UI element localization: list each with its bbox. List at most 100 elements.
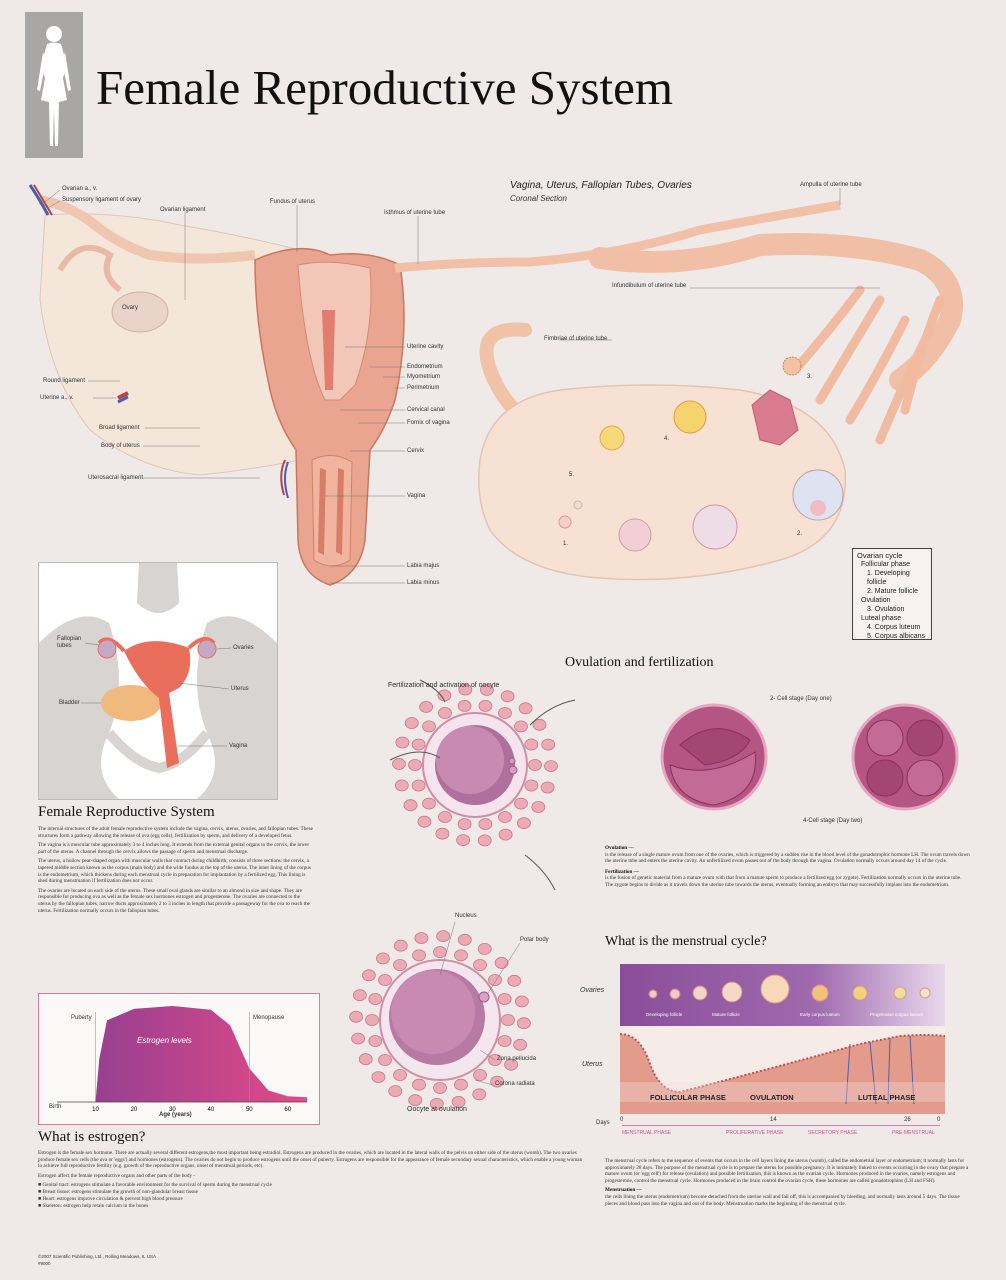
label-vagina: Vagina <box>407 493 426 499</box>
label-labia-minus: Labia minus <box>407 580 440 586</box>
left-ovary <box>111 291 169 333</box>
ovarian-cycle-line: 2. Mature follicle <box>867 588 918 595</box>
phase-label: LUTEAL PHASE <box>858 1093 916 1102</box>
label-ovarian-a: Ovarian a., v. <box>62 186 98 192</box>
label-uterine-cavity: Uterine cavity <box>407 344 444 350</box>
sub-phase-label: SECRETORY PHASE <box>808 1130 858 1136</box>
zona-label: Zona pellucida <box>497 1056 537 1062</box>
fert-activation-label: Fertilization and activation of oocyte <box>388 682 500 689</box>
label-infundibulum: Infundibulum of uterine tube <box>612 283 687 289</box>
list-item: ■ Breast tissue: estrogens stimulate the… <box>38 1189 198 1196</box>
label-ampulla: Ampulla of uterine tube <box>800 182 862 188</box>
frs-heading: Female Reproductive System <box>38 804 215 820</box>
sub-phase-label: PROLIFERATIVE PHASE <box>726 1130 784 1136</box>
x-tick-label: 60 <box>284 1107 291 1113</box>
fertilization-title: Fertilization — <box>605 868 639 875</box>
ovarian-cycle-line: Ovulation <box>861 597 891 604</box>
menopause-label: Menopause <box>253 1015 285 1021</box>
ovarian-cycle-line: 1. Developing follicle <box>867 570 910 586</box>
page-title: Female Reproductive System <box>96 60 673 115</box>
two-cell-label: 2- Cell stage (Day one) <box>770 696 832 702</box>
ovarian-cycle-line: 3. Ovulation <box>867 606 905 613</box>
frs-paragraph: The internal structures of the adult fem… <box>38 826 313 839</box>
x-tick-label: 10 <box>92 1107 99 1113</box>
ovaries-row-label: Ovaries <box>580 987 605 994</box>
ovarian-cycle-line: 5. Corpus albicans <box>867 633 925 640</box>
phase-label: FOLLICULAR PHASE <box>650 1093 726 1102</box>
x-tick-label: 30 <box>169 1107 176 1113</box>
list-item: ■ Skeleton: estrogen help retain calcium… <box>38 1203 149 1210</box>
frs-paragraph: The vagina is a muscular tube approximat… <box>38 842 310 855</box>
stage-number-4: 4. <box>664 436 670 442</box>
label-isthmus: Isthmus of uterine tube <box>384 210 446 216</box>
x-axis-label: Age (years) <box>159 1112 192 1118</box>
pelvis-inset: Fallopian tubes Ovaries Uterus Bladder V… <box>38 562 278 800</box>
ovarian-cycle-line: 4. Corpus luteum <box>867 624 921 631</box>
estrogen-paragraph: Estrogen is the female sex hormone. Ther… <box>38 1150 583 1170</box>
list-item: ■ Genital tract: estrogens stimulate a f… <box>38 1182 272 1189</box>
inset-label-uterus: Uterus <box>231 686 249 692</box>
label-ovarian-lig: Ovarian ligament <box>160 207 206 213</box>
stage-number-3: 3. <box>807 374 813 380</box>
birth-label: Birth <box>49 1104 62 1110</box>
label-round-lig: Round ligament <box>43 378 86 384</box>
label-labia-majus: Labia majus <box>407 563 440 569</box>
female-silhouette-icon <box>37 26 71 146</box>
stage-number-1: 1. <box>563 541 569 547</box>
stage-number-2: 2. <box>797 531 803 537</box>
label-perimetrium: Perimetrium <box>407 385 440 391</box>
label-suspensory: Suspensory ligament of ovary <box>62 197 142 203</box>
estrogen-curve-label: Estrogen levels <box>137 1036 192 1045</box>
label-fundus: Fundus of uterus <box>270 199 316 205</box>
estrogen-area <box>57 1006 307 1102</box>
ovulation-title: Ovulation — <box>605 845 634 851</box>
days-axis-line <box>622 1125 940 1126</box>
menstrual-text: The menstrual cycle refers to the sequen… <box>605 1158 970 1210</box>
frs-paragraph: The uterus, a hollow pear-shaped organ w… <box>38 858 311 885</box>
puberty-label: Puberty <box>71 1015 92 1021</box>
follicle-label: Progressive corpus luteum <box>870 1012 924 1017</box>
phase-label: OVULATION <box>750 1093 794 1102</box>
day-tick: 14 <box>770 1117 777 1123</box>
uterus-row-label: Uterus <box>582 1061 603 1068</box>
inset-label-tubes: Fallopian tubes <box>57 636 82 649</box>
estrogen-heading: What is estrogen? <box>38 1129 146 1145</box>
day-tick: 0 <box>620 1117 624 1123</box>
fertilization-paragraph: is the fusion of genetic material from a… <box>605 875 962 888</box>
frs-paragraph: The ovaries are located on each side of … <box>38 887 310 914</box>
ovulation-heading: Ovulation and fertilization <box>565 655 714 670</box>
header-icon-panel <box>25 12 83 158</box>
oocyte-label: Oocyte at ovulation <box>407 1106 467 1113</box>
diagram-caption: Vagina, Uterus, Fallopian Tubes, Ovaries <box>510 180 692 191</box>
sub-phase-label: MENSTRUAL PHASE <box>622 1130 671 1136</box>
menstrual-heading: What is the menstrual cycle? <box>605 934 767 949</box>
list-item: ■ Heart: estrogens improve circulation &… <box>38 1196 183 1203</box>
follicle-label: Mature follicle <box>712 1012 740 1017</box>
frs-text: The internal structures of the adult fem… <box>38 826 313 917</box>
inset-label-vagina: Vagina <box>229 743 248 749</box>
ovarian-cycle-line: Follicular phase <box>861 561 911 568</box>
label-uterine-a: Uterine a., v. <box>40 395 74 401</box>
nucleus-label: Nucleus <box>455 913 477 919</box>
ovulation-text: Ovulation —is the release of a single ma… <box>605 845 970 892</box>
sub-phase-label: PRE-MENSTRUAL <box>892 1130 935 1136</box>
label-fornix: Fornix of vagina <box>407 420 450 426</box>
label-ovary: Ovary <box>122 305 139 311</box>
ovarian-cycle-legend: Ovarian cycle Follicular phase 1. Develo… <box>852 548 932 640</box>
label-fimbriae: Fimbriae of uterine tube <box>544 336 608 342</box>
label-myometrium: Myometrium <box>407 374 441 380</box>
inset-label-ovaries: Ovaries <box>233 645 254 651</box>
label-broad-lig: Broad ligament <box>99 425 140 431</box>
label-body-uterus: Body of uterus <box>101 443 140 449</box>
menstruation-title: Menstruation — <box>605 1187 642 1194</box>
x-tick-label: 50 <box>246 1107 253 1113</box>
ovulation-paragraph: is the release of a single mature ovum f… <box>605 851 970 865</box>
estrogen-paragraph: Estrogen affect the female reproductive … <box>38 1172 196 1179</box>
copyright: ©2007 Scientific Publishing, Ltd., Rolli… <box>38 1254 156 1259</box>
label-cervix: Cervix <box>407 448 425 454</box>
menstruation-paragraph: the cells lining the uterus (endometrium… <box>605 1193 960 1207</box>
ovarian-cycle-title: Ovarian cycle <box>857 551 903 560</box>
